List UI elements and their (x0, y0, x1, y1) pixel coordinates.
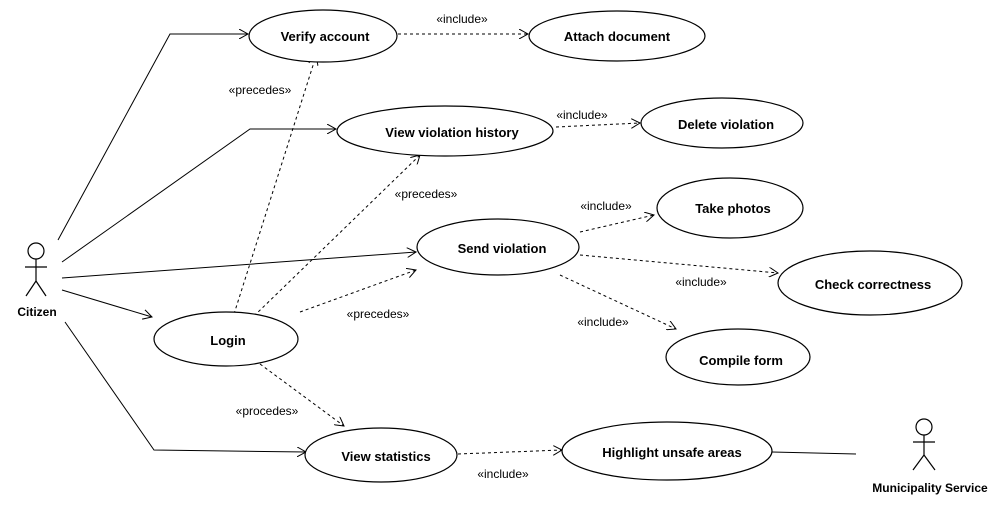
assoc-citizen-stats (64, 321, 306, 452)
actor-citizen[interactable]: Citizen (17, 242, 57, 319)
actor-municipality-label: Municipality Service (872, 481, 988, 495)
send-violation-label: Send violation (458, 241, 547, 256)
compile-form-label: Compile form (699, 353, 783, 368)
include-stats-highlight (457, 450, 562, 454)
use-case-take-photos[interactable]: Take photos (656, 177, 804, 239)
assoc-citizen-send (61, 252, 416, 279)
highlight-unsafe-areas-label: Highlight unsafe areas (602, 445, 741, 460)
use-case-send-violation[interactable]: Send violation (416, 218, 580, 276)
use-case-view-violation-history[interactable]: View violation history (336, 105, 554, 157)
include-label-check: «include» (675, 275, 727, 289)
include-history-delete (555, 123, 640, 127)
view-statistics-label: View statistics (341, 449, 430, 464)
include-label-attach: «include» (436, 12, 488, 26)
precedes-label-verify: «precedes» (229, 83, 292, 97)
assoc-citizen-login (61, 289, 152, 317)
include-label-delete: «include» (556, 108, 608, 122)
precedes-login-send (299, 270, 416, 313)
use-case-verify-account[interactable]: Verify account (248, 9, 398, 63)
use-case-check-correctness[interactable]: Check correctness (777, 250, 963, 316)
use-case-compile-form[interactable]: Compile form (665, 328, 811, 386)
login-label: Login (210, 333, 245, 348)
include-send-check (579, 254, 778, 273)
take-photos-label: Take photos (695, 201, 771, 216)
use-case-highlight-unsafe-areas[interactable]: Highlight unsafe areas (561, 421, 773, 481)
use-case-login[interactable]: Login (153, 311, 299, 367)
precedes-label-send: «precedes» (347, 307, 410, 321)
assoc-citizen-history (61, 129, 336, 263)
stick-figure-icon (25, 242, 47, 297)
actor-citizen-label: Citizen (17, 305, 56, 319)
precedes-label-history: «precedes» (395, 187, 458, 201)
stick-figure-icon (912, 418, 936, 471)
use-case-view-statistics[interactable]: View statistics (304, 427, 458, 483)
assoc-municipality-highlight (771, 451, 857, 455)
view-violation-history-label: View violation history (385, 125, 519, 140)
include-label-highlight: «include» (477, 467, 529, 481)
assoc-citizen-verify (57, 34, 248, 241)
include-send-photos (579, 215, 654, 233)
use-case-delete-violation[interactable]: Delete violation (640, 97, 804, 149)
actor-municipality-service[interactable]: Municipality Service (872, 418, 988, 495)
check-correctness-label: Check correctness (815, 277, 931, 292)
verify-account-label: Verify account (281, 29, 371, 44)
precedes-login-history (253, 155, 420, 317)
include-label-photos: «include» (580, 199, 632, 213)
delete-violation-label: Delete violation (678, 117, 774, 132)
procedes-label-stats: «procedes» (236, 404, 299, 418)
attach-document-label: Attach document (564, 29, 671, 44)
include-label-compile: «include» (577, 315, 629, 329)
use-case-attach-document[interactable]: Attach document (528, 10, 706, 62)
